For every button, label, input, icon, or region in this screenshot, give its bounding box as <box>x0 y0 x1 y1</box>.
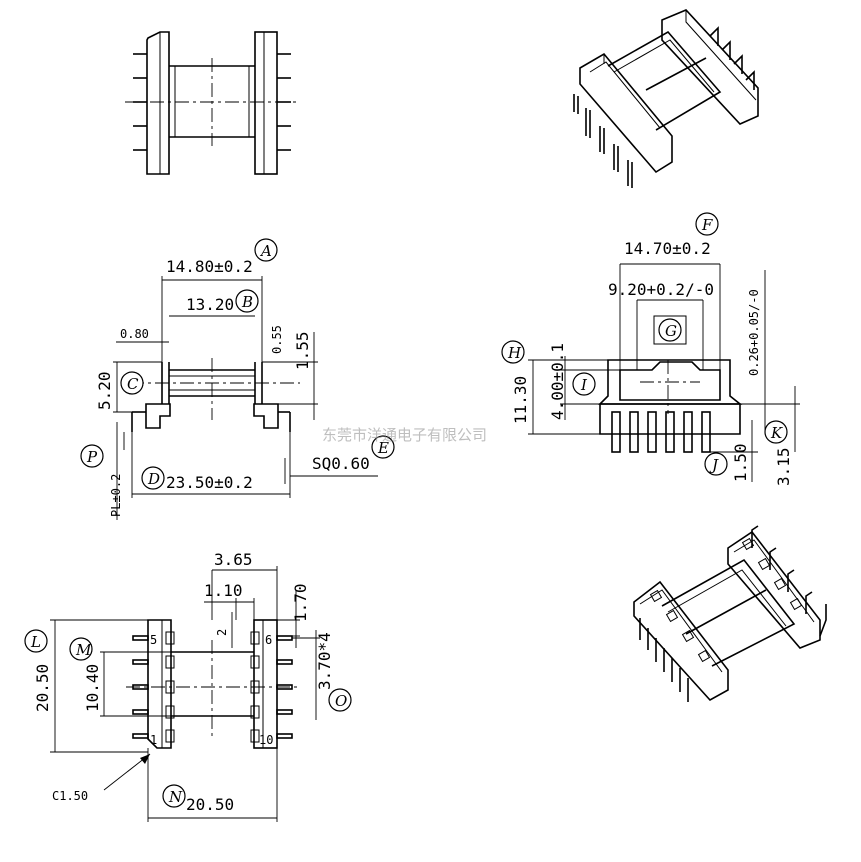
dim-width-outer: 14.80±0.2 <box>166 257 253 276</box>
dim-front-width: 14.70±0.2 <box>624 239 711 258</box>
pin-1-label: 1 <box>150 733 157 747</box>
dim-height-total: 11.30 <box>511 376 530 424</box>
front-view: 14.70±0.2 F 9.20+0.2/-0 G 0.26+0.05/-0 1… <box>501 212 800 486</box>
bubble-b: B <box>235 289 259 313</box>
dim-pin-span: 23.50±0.2 <box>166 473 253 492</box>
bubble-p: P <box>80 444 104 468</box>
bubble-o: O <box>328 688 352 712</box>
top-view <box>125 31 298 175</box>
svg-text:A: A <box>259 242 272 260</box>
svg-text:D: D <box>147 470 160 488</box>
dim-width-20-50: 20.50 <box>186 795 234 814</box>
pin-5-label: 5 <box>150 633 157 647</box>
svg-text:H: H <box>507 344 522 362</box>
dim-height-window: 4.00±0.1 <box>548 343 567 420</box>
bubble-c: C <box>120 371 144 395</box>
dim-pl: PL±0.2 <box>109 474 123 517</box>
svg-text:J: J <box>709 456 719 474</box>
dim-tolerance: 0.26+0.05/-0 <box>747 289 761 376</box>
isometric-view-bottom <box>633 525 827 702</box>
dim-3-65: 3.65 <box>214 550 253 569</box>
iso1-pins <box>573 26 755 188</box>
bottom-view-pins <box>132 631 293 743</box>
dim-inner-10-40: 10.40 <box>83 664 102 712</box>
front-view-pins <box>611 411 711 453</box>
dim-flange: 0.80 <box>120 327 149 341</box>
dim-pin-square: SQ0.60 <box>312 454 370 473</box>
isometric-view-top <box>573 9 759 188</box>
dim-base: 3.15 <box>774 447 793 486</box>
svg-text:E: E <box>377 439 389 457</box>
svg-text:C: C <box>127 375 139 393</box>
bubble-e: E <box>371 435 395 459</box>
dim-height-20-50: 20.50 <box>33 664 52 712</box>
watermark-text: 东莞市洋通电子有限公司 <box>322 426 487 444</box>
dim-3-70: 3.70*4 <box>315 632 334 690</box>
svg-text:P: P <box>86 448 98 466</box>
svg-text:N: N <box>168 788 183 806</box>
bubble-m: M <box>69 637 93 661</box>
dim-height: 5.20 <box>95 371 114 410</box>
bubble-n: N <box>162 784 186 808</box>
svg-text:G: G <box>665 322 677 340</box>
bubble-j: J <box>704 452 728 476</box>
dim-2: 2 <box>215 629 229 636</box>
svg-text:O: O <box>335 692 347 710</box>
svg-text:L: L <box>30 633 41 651</box>
bubble-g: G <box>653 315 687 345</box>
dim-window: 9.20+0.2/-0 <box>608 280 714 299</box>
side-view: 14.80±0.2 A 13.20 B 0.80 0.55 1.55 5.20 … <box>80 238 395 520</box>
bottom-view: 1 5 6 10 3.65 1.10 2 1.70 3.70*4 O <box>24 550 352 822</box>
svg-text:I: I <box>580 376 588 394</box>
dim-1-70: 1.70 <box>291 583 310 622</box>
iso2-notches <box>649 537 803 663</box>
dim-top: 1.55 <box>293 331 312 370</box>
bubble-h: H <box>501 340 525 364</box>
bubble-i: I <box>572 372 596 396</box>
svg-text:F: F <box>701 216 713 234</box>
bubble-d: D <box>141 466 165 490</box>
dim-chamfer: C1.50 <box>52 789 88 803</box>
iso2-pins <box>639 525 827 702</box>
bubble-k: K <box>764 420 788 444</box>
bubble-l: L <box>24 629 48 653</box>
pin-10-label: 10 <box>259 733 273 747</box>
dim-gap: 0.55 <box>270 325 284 354</box>
dim-pin-length: 1.50 <box>731 443 750 482</box>
bubble-a: A <box>254 238 278 262</box>
bubble-f: F <box>695 212 719 236</box>
svg-text:B: B <box>241 293 253 311</box>
dim-1-10: 1.10 <box>204 581 243 600</box>
svg-text:M: M <box>75 641 92 659</box>
pin-6-label: 6 <box>265 633 272 647</box>
svg-text:K: K <box>770 424 783 442</box>
dim-width-inner: 13.20 <box>186 295 234 314</box>
